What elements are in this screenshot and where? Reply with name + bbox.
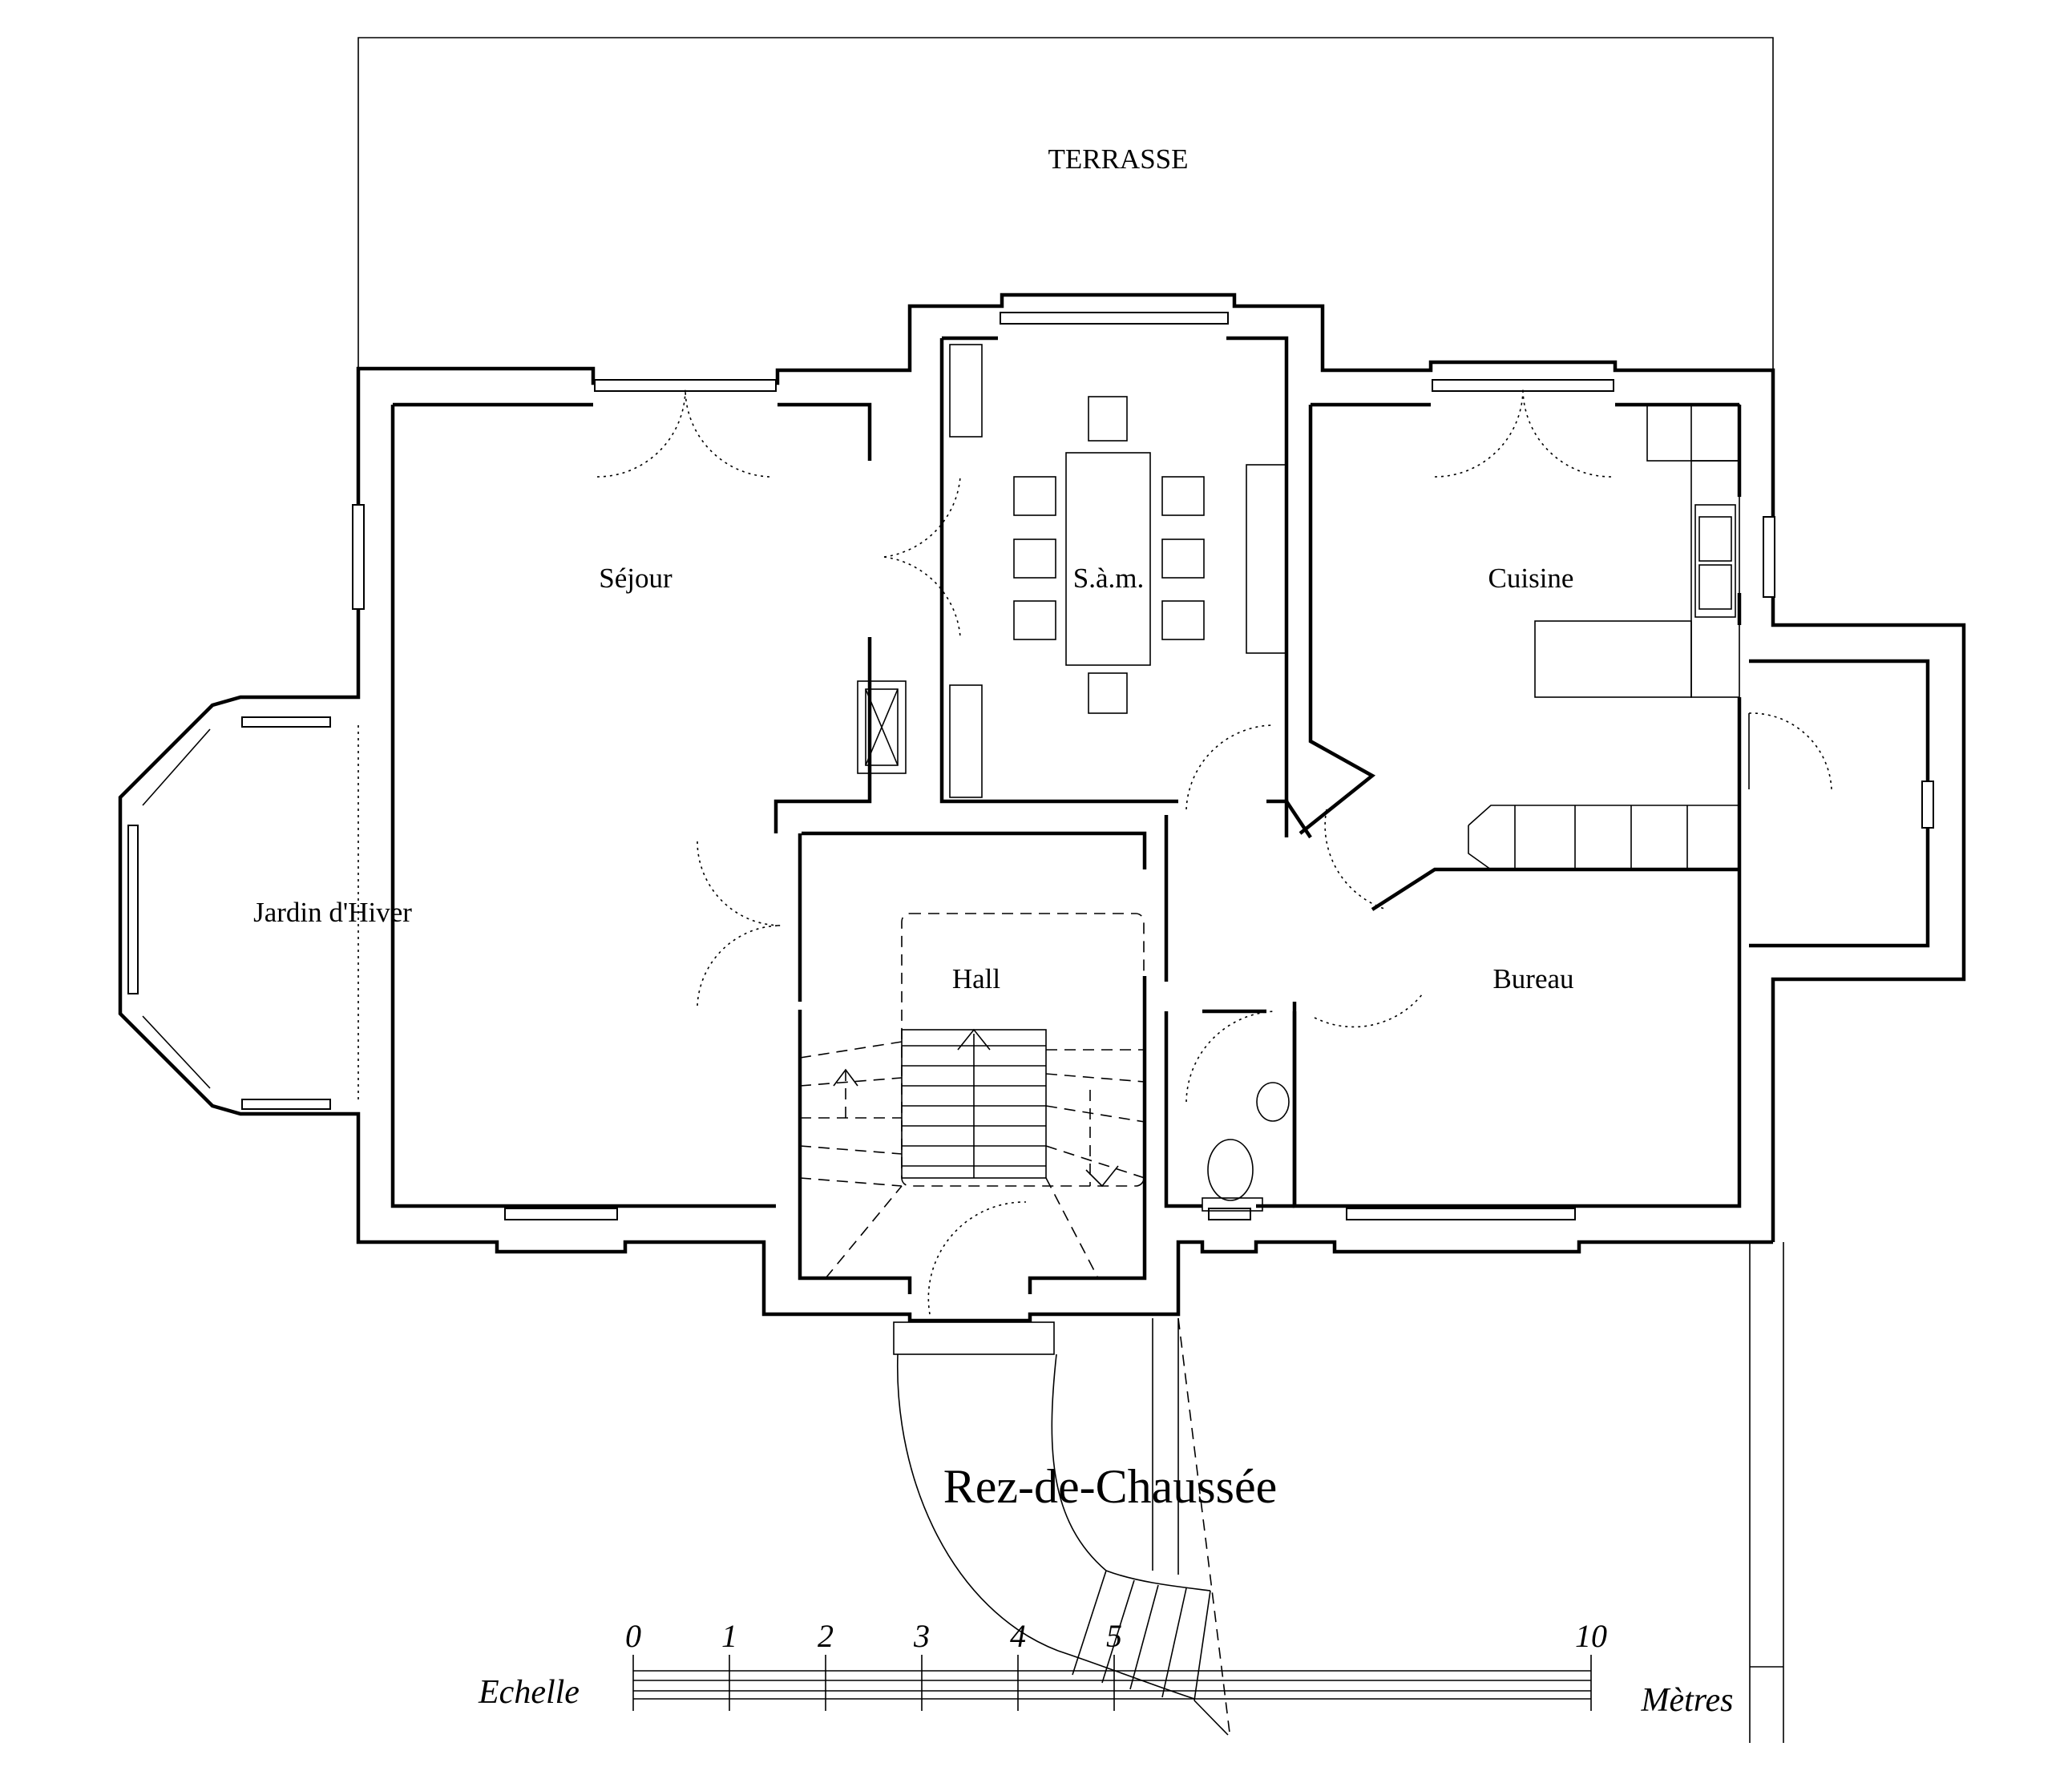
scale-tick-0: 0	[625, 1618, 641, 1654]
label-terrasse: TERRASSE	[1048, 143, 1188, 175]
scale-tick-1: 1	[721, 1618, 737, 1654]
wc-fixtures	[1202, 1082, 1290, 1212]
scale-tick-5: 5	[1106, 1618, 1122, 1654]
scale-label: Echelle	[478, 1674, 580, 1711]
label-jardin: Jardin d'Hiver	[253, 897, 412, 928]
plan-title: Rez-de-Chaussée	[943, 1460, 1277, 1513]
scale-tick-3: 3	[913, 1618, 930, 1654]
garden-boundary	[1749, 1242, 1784, 1743]
staircase	[799, 913, 1145, 1279]
dining-furniture	[857, 344, 1287, 798]
terrace-outline	[357, 37, 1774, 370]
label-sam: S.à.m.	[1073, 563, 1144, 594]
label-hall: Hall	[952, 963, 1001, 994]
jardin-opening	[357, 725, 394, 1099]
label-bureau: Bureau	[1492, 963, 1573, 994]
scale-tick-4: 4	[1010, 1618, 1026, 1654]
scale-tick-10: 10	[1575, 1618, 1607, 1654]
scale-unit: Mètres	[1640, 1682, 1733, 1719]
label-sejour: Séjour	[599, 563, 672, 594]
entrance-path	[893, 1317, 1231, 1740]
scale-bar	[632, 1655, 1592, 1711]
kitchen-furniture	[1468, 404, 1740, 870]
windows	[127, 312, 1934, 1220]
label-cuisine: Cuisine	[1488, 563, 1574, 594]
door-swings	[596, 388, 1832, 1315]
interior-walls	[798, 336, 1930, 1294]
scale-tick-2: 2	[818, 1618, 834, 1654]
